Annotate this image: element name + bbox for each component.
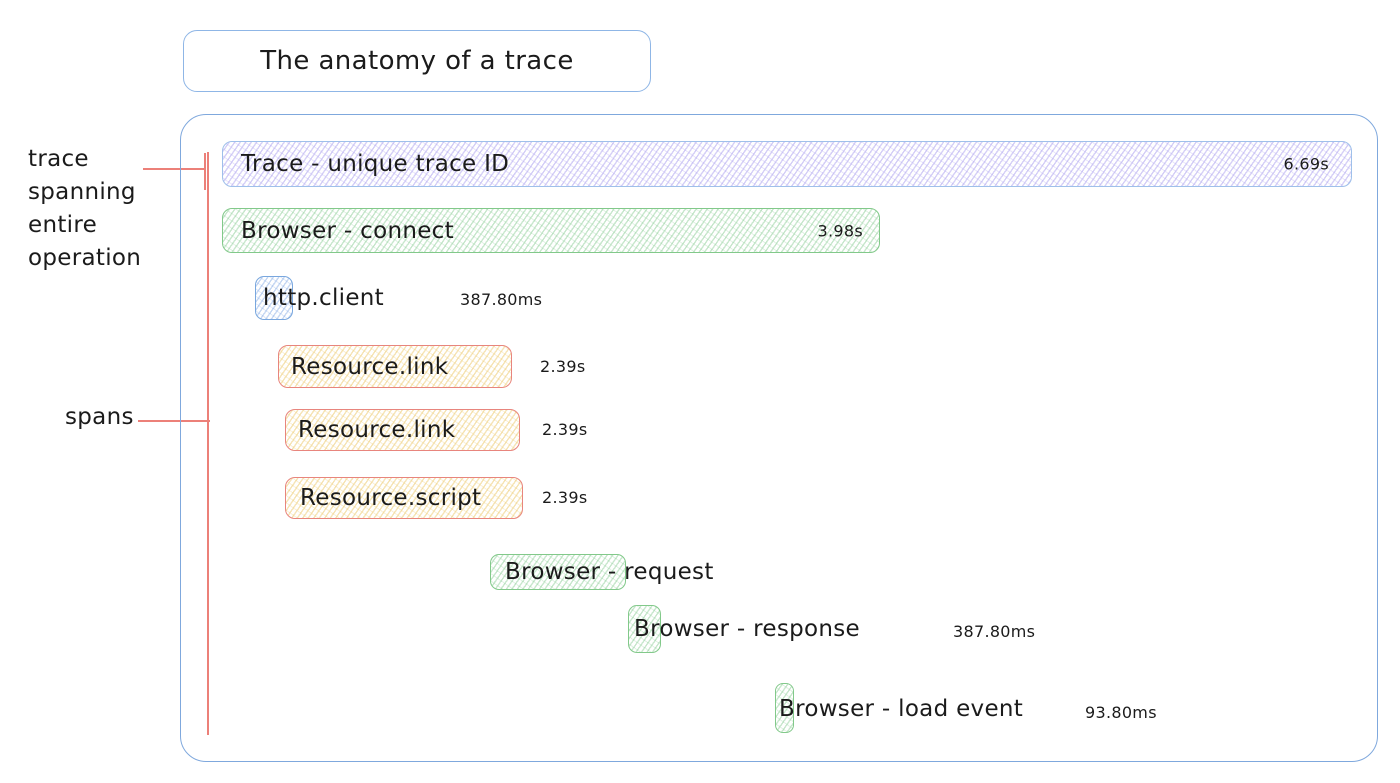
span-label: Resource.link bbox=[298, 417, 456, 443]
span-bar-browser-connect: Browser - connect 3.98s bbox=[222, 208, 880, 253]
span-bar-http-client bbox=[255, 276, 293, 320]
span-label: Trace - unique trace ID bbox=[241, 151, 510, 177]
spans-bracket-line bbox=[207, 152, 209, 735]
span-bar-browser-request bbox=[490, 554, 626, 590]
trace-annotation-label: trace spanning entire operation bbox=[28, 143, 141, 275]
span-label: Browser - connect bbox=[241, 217, 454, 244]
span-duration: 2.39s bbox=[540, 357, 586, 376]
span-bar-resource-link-1: Resource.link bbox=[278, 345, 512, 388]
span-label: http.client bbox=[263, 285, 384, 311]
trace-annotation-line: operation bbox=[28, 245, 142, 271]
span-duration: 6.69s bbox=[1283, 154, 1329, 174]
span-label: Browser - response bbox=[634, 616, 860, 642]
span-duration: 387.80ms bbox=[460, 290, 543, 309]
diagram-title-box: The anatomy of a trace bbox=[183, 30, 651, 92]
span-duration: 387.80ms bbox=[953, 622, 1036, 641]
span-duration: 2.39s bbox=[542, 488, 588, 507]
trace-pointer-line bbox=[143, 168, 205, 170]
span-duration: 2.39s bbox=[542, 420, 588, 439]
span-duration: 93.80ms bbox=[1085, 703, 1157, 722]
span-label: Browser - request bbox=[505, 559, 714, 585]
span-bar-browser-load-event bbox=[775, 683, 794, 733]
diagram-title: The anatomy of a trace bbox=[260, 46, 574, 76]
trace-annotation-line: entire bbox=[28, 212, 98, 238]
span-label: Browser - load event bbox=[779, 696, 1024, 722]
spans-pointer-line bbox=[138, 420, 210, 422]
span-bar-resource-script: Resource.script bbox=[285, 477, 523, 519]
spans-annotation-label: spans bbox=[65, 404, 134, 430]
trace-annotation-line: spanning bbox=[28, 179, 136, 205]
span-bar-browser-response bbox=[628, 605, 661, 653]
span-duration: 3.98s bbox=[817, 221, 863, 240]
trace-annotation-line: trace bbox=[28, 146, 89, 172]
trace-pointer-tick bbox=[204, 153, 206, 190]
trace-diagram-frame bbox=[180, 114, 1378, 762]
span-bar-resource-link-2: Resource.link bbox=[285, 409, 520, 451]
span-label: Resource.script bbox=[300, 485, 482, 511]
span-label: Resource.link bbox=[291, 353, 449, 380]
span-bar-trace: Trace - unique trace ID 6.69s bbox=[222, 141, 1352, 187]
